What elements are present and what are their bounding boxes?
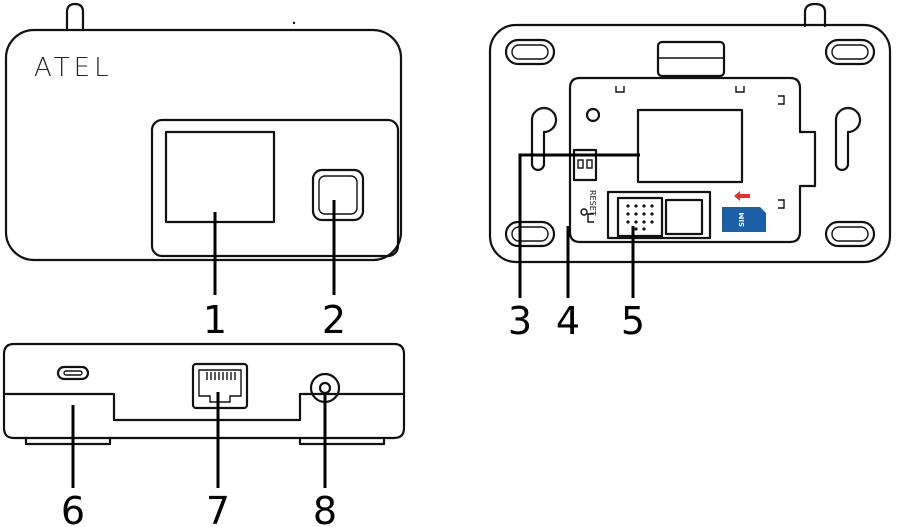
reset-hole [580, 208, 588, 216]
callout-2: 2 [322, 298, 346, 342]
front-body [4, 28, 403, 262]
side-view: 6 7 8 [2, 342, 406, 527]
mount-slot-tr [824, 38, 876, 66]
display-screen [164, 130, 276, 224]
callout-4: 4 [556, 299, 580, 343]
mount-slot-bl [504, 220, 556, 248]
front-antenna [65, 2, 85, 32]
front-view: ATEL 1 2 [4, 2, 403, 342]
callout-3: 3 [508, 299, 532, 343]
display-frame [150, 118, 400, 258]
brand-logo: ATEL [34, 53, 113, 83]
keyhole-left [530, 106, 558, 172]
power-button-inner [318, 175, 358, 215]
callout-6: 6 [61, 489, 85, 527]
mount-slot-br [824, 220, 876, 248]
usb-c-port [56, 365, 90, 381]
foot-left [24, 436, 112, 446]
sim-holder [616, 196, 664, 238]
callout-8: 8 [313, 489, 337, 527]
sim-tray [664, 198, 704, 236]
panel-notches [587, 86, 785, 223]
front-dot [292, 21, 296, 25]
sim-label: SIM [738, 212, 746, 227]
insert-arrow-icon [734, 191, 750, 201]
battery-connector [572, 148, 598, 182]
mount-slot-tl [504, 38, 556, 66]
screw-hole [585, 107, 601, 123]
callout-5: 5 [621, 299, 645, 343]
side-recess [2, 392, 406, 422]
ethernet-port [191, 362, 249, 410]
label-area [636, 108, 744, 184]
callout-1: 1 [203, 298, 227, 342]
inner-panel [568, 76, 817, 244]
callout-7: 7 [206, 489, 230, 527]
leader-3 [518, 153, 640, 298]
reset-label: RESET [588, 190, 597, 216]
side-body [2, 342, 406, 440]
ethernet-pins [206, 372, 236, 380]
power-button [311, 168, 365, 222]
sim-contacts [626, 204, 654, 231]
back-antenna [803, 2, 827, 28]
sim-slot-frame [606, 190, 712, 240]
top-clip [656, 40, 726, 78]
foot-right [298, 436, 386, 446]
keyhole-right [834, 106, 862, 172]
sim-card-icon [722, 207, 766, 232]
back-view: RESET SIM 3 4 5 [488, 2, 892, 343]
back-body [488, 23, 892, 264]
